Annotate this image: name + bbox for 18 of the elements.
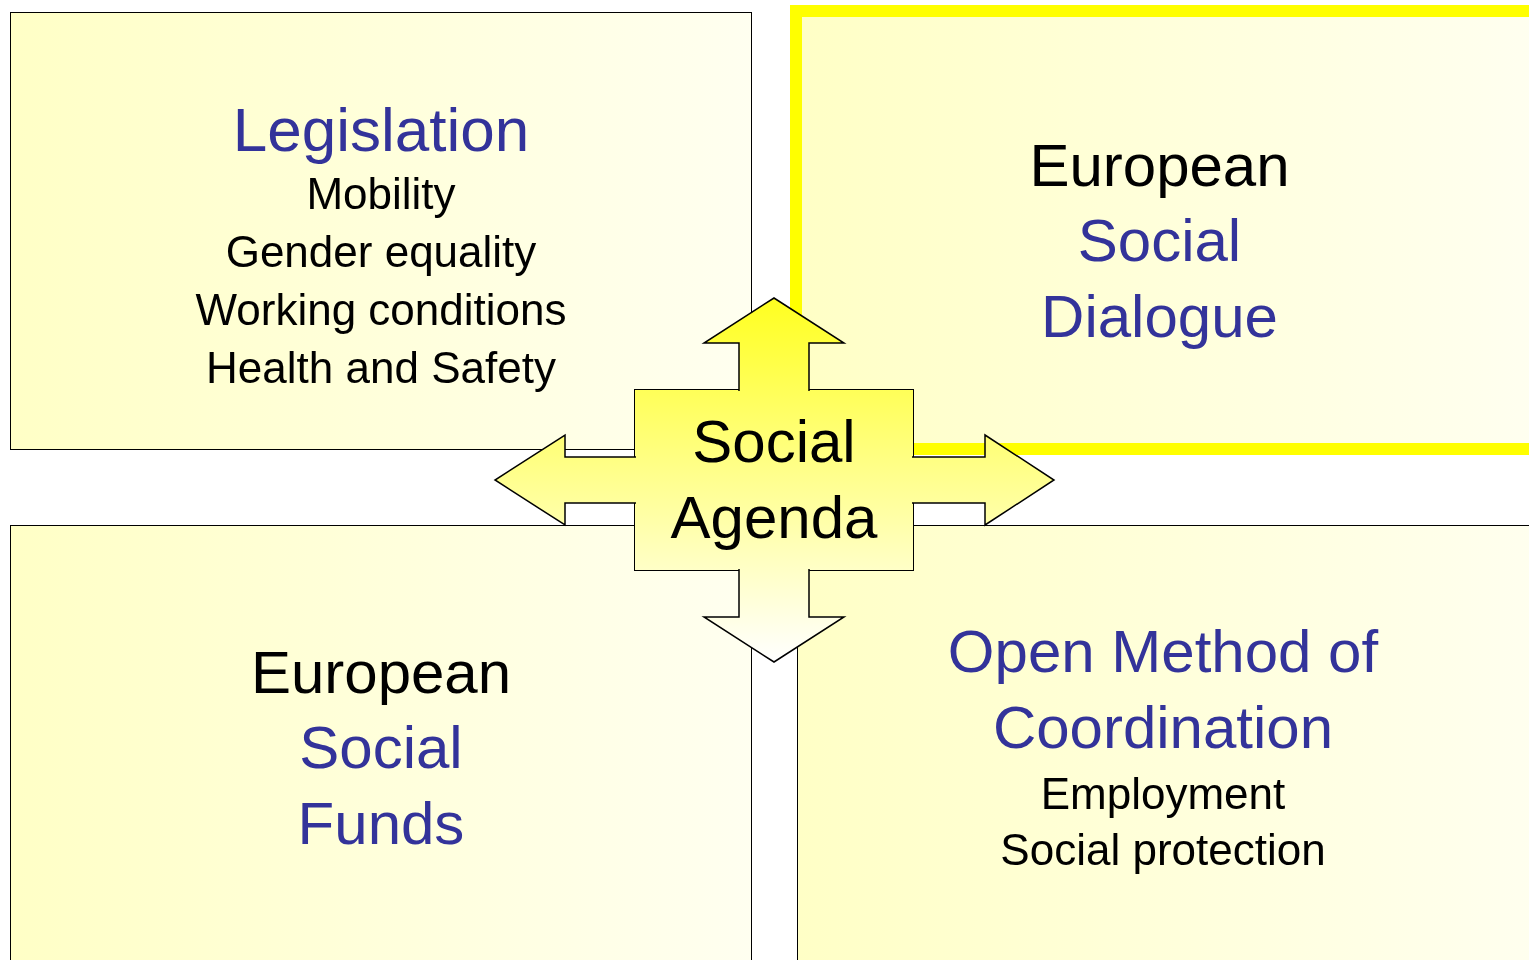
heading-text: European [250, 638, 512, 708]
subheading-text: Social Funds [297, 713, 465, 859]
block-arrow [493, 433, 637, 527]
center-box [634, 389, 914, 571]
block-arrow [701, 297, 847, 392]
subheading-text: Social Dialogue [1041, 206, 1278, 352]
list-item: Employment [1040, 768, 1286, 820]
heading-text: Legislation [232, 95, 530, 165]
list-item: Mobility [306, 168, 456, 220]
block-arrow [911, 433, 1056, 527]
list-item: Social protection [1000, 824, 1326, 876]
heading-text: European [1029, 131, 1290, 201]
heading-text: Open Method of Coordination [946, 617, 1380, 763]
center-label: Social Agenda [670, 407, 878, 553]
list-item: Gender equality [225, 226, 537, 278]
block-arrow [701, 568, 847, 663]
list-item: Working conditions [195, 284, 567, 336]
list-item: Health and Safety [206, 342, 556, 394]
